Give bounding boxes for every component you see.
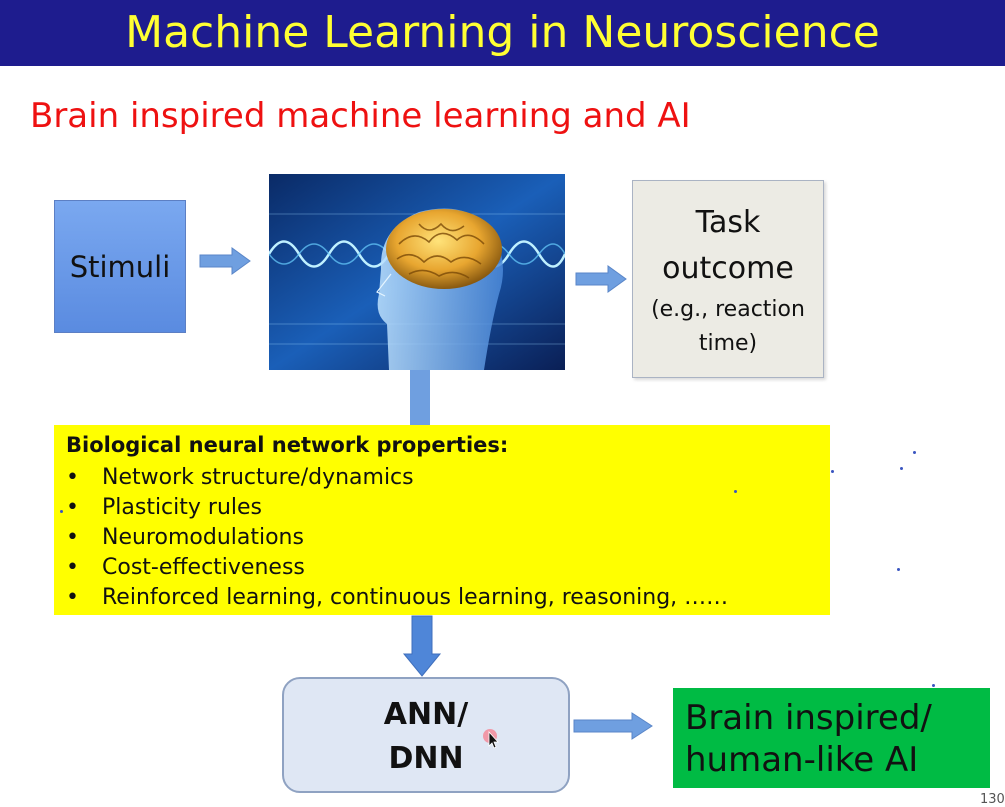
- dot-mark: [900, 467, 903, 470]
- ai-line1: Brain inspired/: [685, 698, 932, 738]
- arrow-right-icon: [573, 712, 653, 740]
- dot-mark: [60, 510, 63, 513]
- bullet-icon: •: [66, 585, 79, 610]
- title-bar: Machine Learning in Neuroscience: [0, 0, 1005, 66]
- dnn-label: DNN: [388, 741, 464, 776]
- ann-dnn-box: ANN/ DNN: [282, 677, 570, 793]
- stimuli-box: Stimuli: [54, 200, 186, 333]
- dot-mark: [913, 451, 916, 454]
- connector-down-icon: [410, 370, 430, 426]
- ann-label: ANN/: [383, 697, 469, 732]
- human-like-ai-box: Brain inspired/ human-like AI: [673, 688, 990, 788]
- bullet-icon: •: [66, 465, 79, 490]
- bullet-icon: •: [66, 525, 79, 550]
- properties-box: Biological neural network properties: •N…: [54, 425, 830, 615]
- arrow-right-icon: [575, 265, 627, 293]
- stimuli-label: Stimuli: [69, 249, 171, 284]
- task-outcome-line2: outcome: [662, 251, 794, 286]
- mouse-pointer-icon: [483, 729, 499, 749]
- properties-heading: Biological neural network properties:: [66, 433, 509, 457]
- dot-mark: [932, 684, 935, 687]
- slide-subtitle: Brain inspired machine learning and AI: [30, 96, 691, 136]
- task-outcome-line1: Task: [695, 205, 761, 240]
- ai-line2: human-like AI: [685, 740, 919, 780]
- dot-mark: [734, 490, 737, 493]
- brain-head-image: [269, 174, 565, 370]
- page-number: 130: [980, 792, 1005, 807]
- slide-title: Machine Learning in Neuroscience: [125, 7, 880, 58]
- dot-mark: [831, 470, 834, 473]
- task-outcome-note: (e.g., reaction time): [651, 297, 805, 356]
- task-outcome-box: Task outcome (e.g., reaction time): [632, 180, 824, 378]
- dot-mark: [897, 568, 900, 571]
- bullet-icon: •: [66, 495, 79, 520]
- bullet-icon: •: [66, 555, 79, 580]
- arrow-right-icon: [199, 247, 251, 275]
- arrow-down-icon: [402, 615, 442, 677]
